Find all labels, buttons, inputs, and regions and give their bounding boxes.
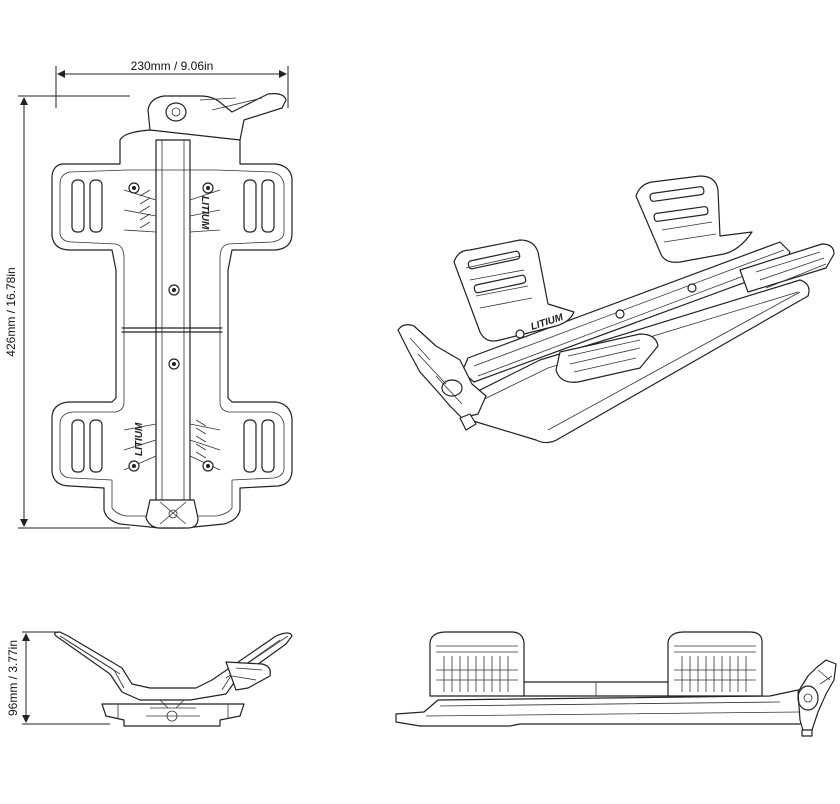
isometric-view: LITIUM	[397, 175, 835, 444]
length-dimension-label: 426mm / 16.78in	[4, 267, 18, 356]
length-dimension: 426mm / 16.78in	[4, 95, 130, 529]
iso-front-pad	[555, 333, 659, 383]
brand-logo-top: LITIUM	[199, 196, 210, 230]
heel-buckle	[145, 499, 199, 529]
toe-lever	[147, 93, 287, 141]
iso-heel-lever	[397, 324, 487, 431]
width-dimension: 230mm / 9.06in	[55, 59, 289, 108]
front-view	[54, 631, 293, 727]
upper-right-pad	[243, 179, 275, 233]
iso-toe-platform	[739, 243, 835, 293]
side-view	[395, 631, 837, 737]
top-view: LITIUM LITIUM	[51, 93, 293, 529]
rib-detail	[139, 189, 207, 459]
iso-right-wing	[635, 175, 753, 263]
iso-left-wing	[453, 239, 575, 342]
height-dimension-label: 96mm / 3.77in	[6, 640, 20, 716]
width-dimension-label: 230mm / 9.06in	[131, 59, 214, 73]
lower-right-pad	[243, 419, 275, 473]
lower-left-pad	[71, 419, 103, 473]
brand-logo-bottom: LITIUM	[134, 422, 145, 456]
side-right-pad	[667, 631, 763, 697]
upper-left-pad	[71, 179, 103, 233]
height-dimension: 96mm / 3.77in	[6, 631, 110, 725]
bolt	[128, 182, 214, 472]
side-toe-mechanism	[797, 659, 837, 737]
side-left-pad	[429, 631, 525, 697]
